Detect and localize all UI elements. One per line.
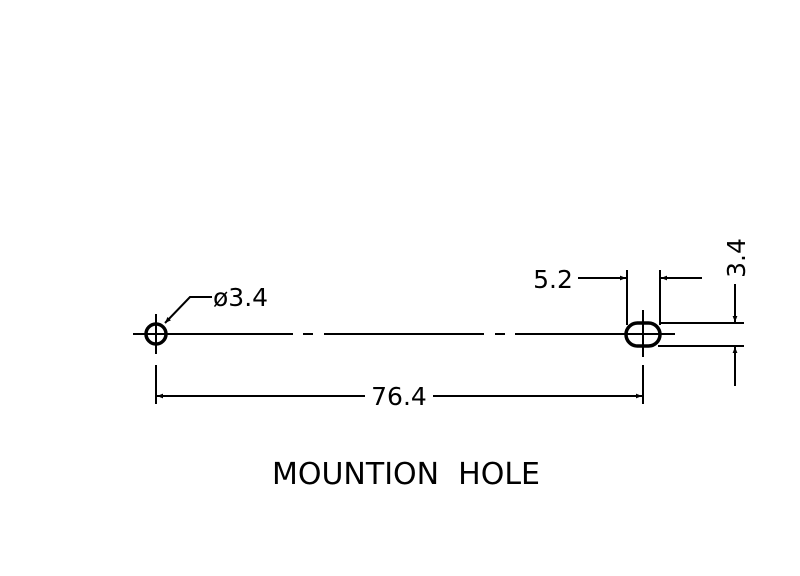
drawing-title: MOUNTION HOLE: [272, 457, 540, 492]
slot-height-label: 3.4: [722, 238, 751, 278]
hole-diameter-label: ø3.4: [213, 283, 268, 312]
hole-spacing-label: 76.4: [371, 382, 427, 411]
slot-width-dimension: [578, 270, 702, 325]
slot-width-label: 5.2: [533, 265, 573, 294]
diameter-leader: [164, 296, 212, 324]
slot-height-dimension: [658, 284, 744, 386]
spacing-dimension: [155, 365, 644, 404]
